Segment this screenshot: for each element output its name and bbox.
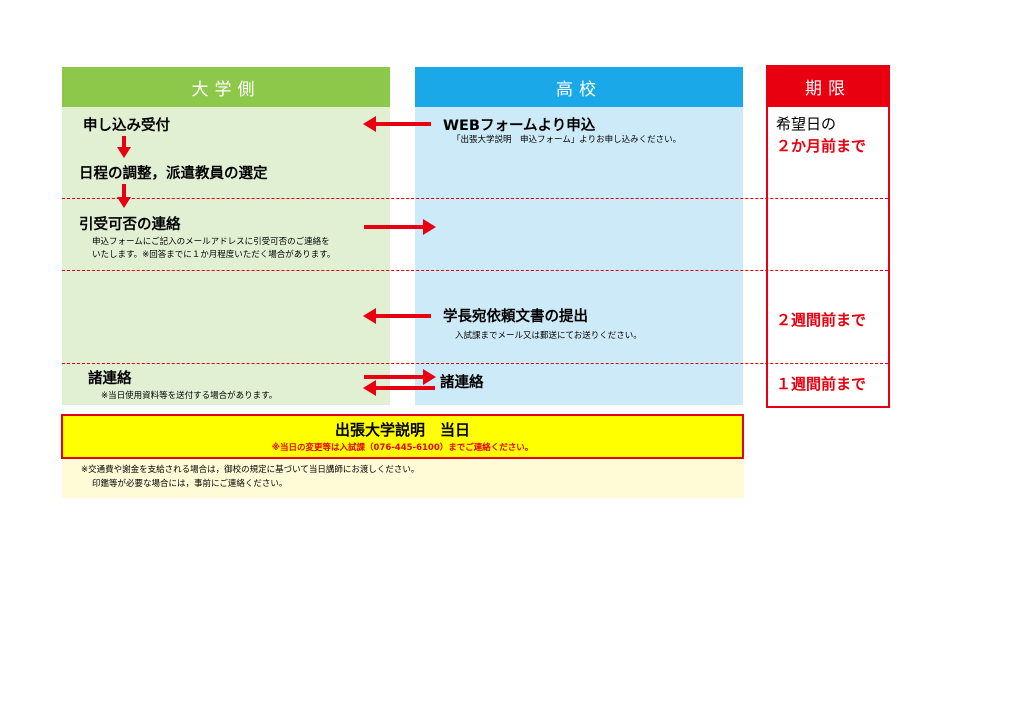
arrow-left-1-shaft (375, 122, 431, 126)
university-column (62, 67, 390, 405)
school-step-web-form: WEBフォームより申込 (443, 118, 596, 134)
deadline-column (766, 65, 890, 408)
divider-3 (62, 363, 888, 364)
univ-step-schedule: 日程の調整，派遣教員の選定 (79, 166, 268, 182)
arrow-right-1-icon (423, 219, 436, 235)
school-step-request-letter: 学長宛依頼文書の提出 (443, 309, 588, 325)
footer-note-2: 印鑑等が必要な場合には，事前にご連絡ください。 (92, 479, 288, 489)
arrow-down-1-icon (117, 147, 131, 158)
deadline-2-value: ２週間前まで (776, 311, 867, 329)
arrow-left-1-icon (363, 116, 376, 132)
arrow-down-2-shaft (122, 184, 126, 198)
school-column (415, 67, 743, 405)
school-request-letter-note: 入試課までメール又は郵送にてお送りください。 (455, 331, 642, 341)
deadline-1-value: ２か月前まで (776, 137, 867, 155)
footer-notes (62, 459, 744, 498)
arrow-down-1-shaft (122, 136, 126, 148)
arrow-left-2-shaft (375, 314, 431, 318)
divider-2 (62, 270, 888, 271)
univ-contact-note: ※当日使用資料等を送付する場合があります。 (101, 391, 278, 401)
arrow-left-3-icon (363, 380, 376, 396)
univ-acceptance-note-2: いたします。※回答までに１か月程度いただく場合があります。 (92, 250, 336, 260)
school-step-contact: 諸連絡 (440, 375, 484, 391)
event-day-subtitle: ※当日の変更等は入試課（076-445-6100）までご連絡ください。 (271, 443, 534, 453)
arrow-right-1-shaft (364, 225, 424, 229)
deadline-header: 期限 (766, 65, 890, 107)
divider-1 (62, 198, 888, 199)
deadline-1-label: 希望日の (776, 115, 837, 133)
univ-step-receive: 申し込み受付 (83, 118, 170, 134)
event-day-box (61, 414, 744, 459)
univ-step-contact: 諸連絡 (88, 371, 132, 387)
univ-step-acceptance: 引受可否の連絡 (79, 217, 181, 233)
university-header: 大学側 (62, 67, 390, 107)
arrow-down-2-icon (117, 197, 131, 208)
event-day-title: 出張大学説明 当日 (334, 421, 470, 439)
footer-note-1: ※交通費や謝金を支給される場合は，御校の規定に基づいて当日講師にお渡しください。 (81, 465, 420, 475)
deadline-3-value: １週間前まで (776, 375, 867, 393)
arrow-right-2-icon (423, 369, 436, 385)
arrow-left-3-shaft (375, 386, 435, 390)
school-web-form-note: 「出張大学説明 申込フォーム」よりお申し込みください。 (452, 135, 682, 145)
arrow-right-2-shaft (364, 375, 424, 379)
school-header: 高校 (415, 67, 743, 107)
univ-acceptance-note-1: 申込フォームにご記入のメールアドレスに引受可否のご連絡を (92, 237, 330, 247)
arrow-left-2-icon (363, 308, 376, 324)
